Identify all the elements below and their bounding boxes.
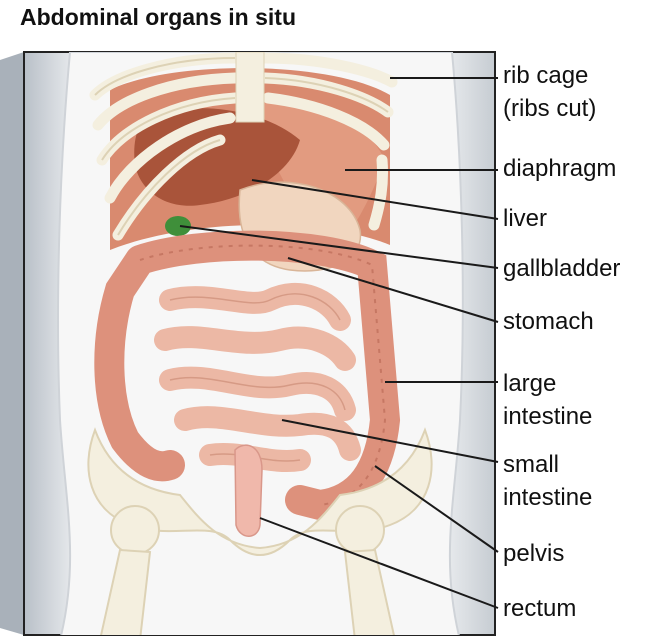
label-rib-cage-line1: rib cage (503, 62, 589, 89)
label-diaphragm: diaphragm (503, 155, 617, 182)
label-stomach: stomach (503, 308, 594, 335)
label-small-intestine: small intestine (503, 448, 592, 514)
leader-pelvis (374, 465, 499, 553)
leader-liver (251, 179, 499, 220)
label-small-intestine-line2: intestine (503, 484, 593, 511)
label-rib-cage-line2: (ribs cut) (503, 95, 597, 122)
label-pelvis: pelvis (503, 540, 565, 567)
label-large-intestine-line1: large (503, 370, 557, 397)
label-gallbladder: gallbladder (503, 255, 621, 282)
sternum-shape (235, 52, 265, 123)
label-large-intestine: large intestine (503, 367, 592, 433)
leader-lines (179, 77, 499, 609)
label-rib-cage: rib cage (ribs cut) (503, 59, 596, 125)
right-femur-head (335, 505, 385, 555)
leader-rectum (259, 517, 499, 609)
left-femur (100, 548, 152, 635)
leader-stomach (287, 257, 499, 323)
gallbladder-shape (165, 216, 191, 236)
panel-side-shade (0, 52, 24, 635)
right-femur (343, 548, 395, 635)
leader-gallbladder (179, 225, 499, 269)
rectum-shape (234, 444, 263, 537)
label-liver: liver (503, 205, 548, 232)
diagram-title: Abdominal organs in situ (20, 4, 297, 30)
label-small-intestine-line1: small (503, 451, 560, 478)
label-rectum: rectum (503, 595, 577, 622)
left-femur-head (110, 505, 160, 555)
label-large-intestine-line2: intestine (503, 403, 593, 430)
leader-small-intestine (281, 419, 499, 463)
